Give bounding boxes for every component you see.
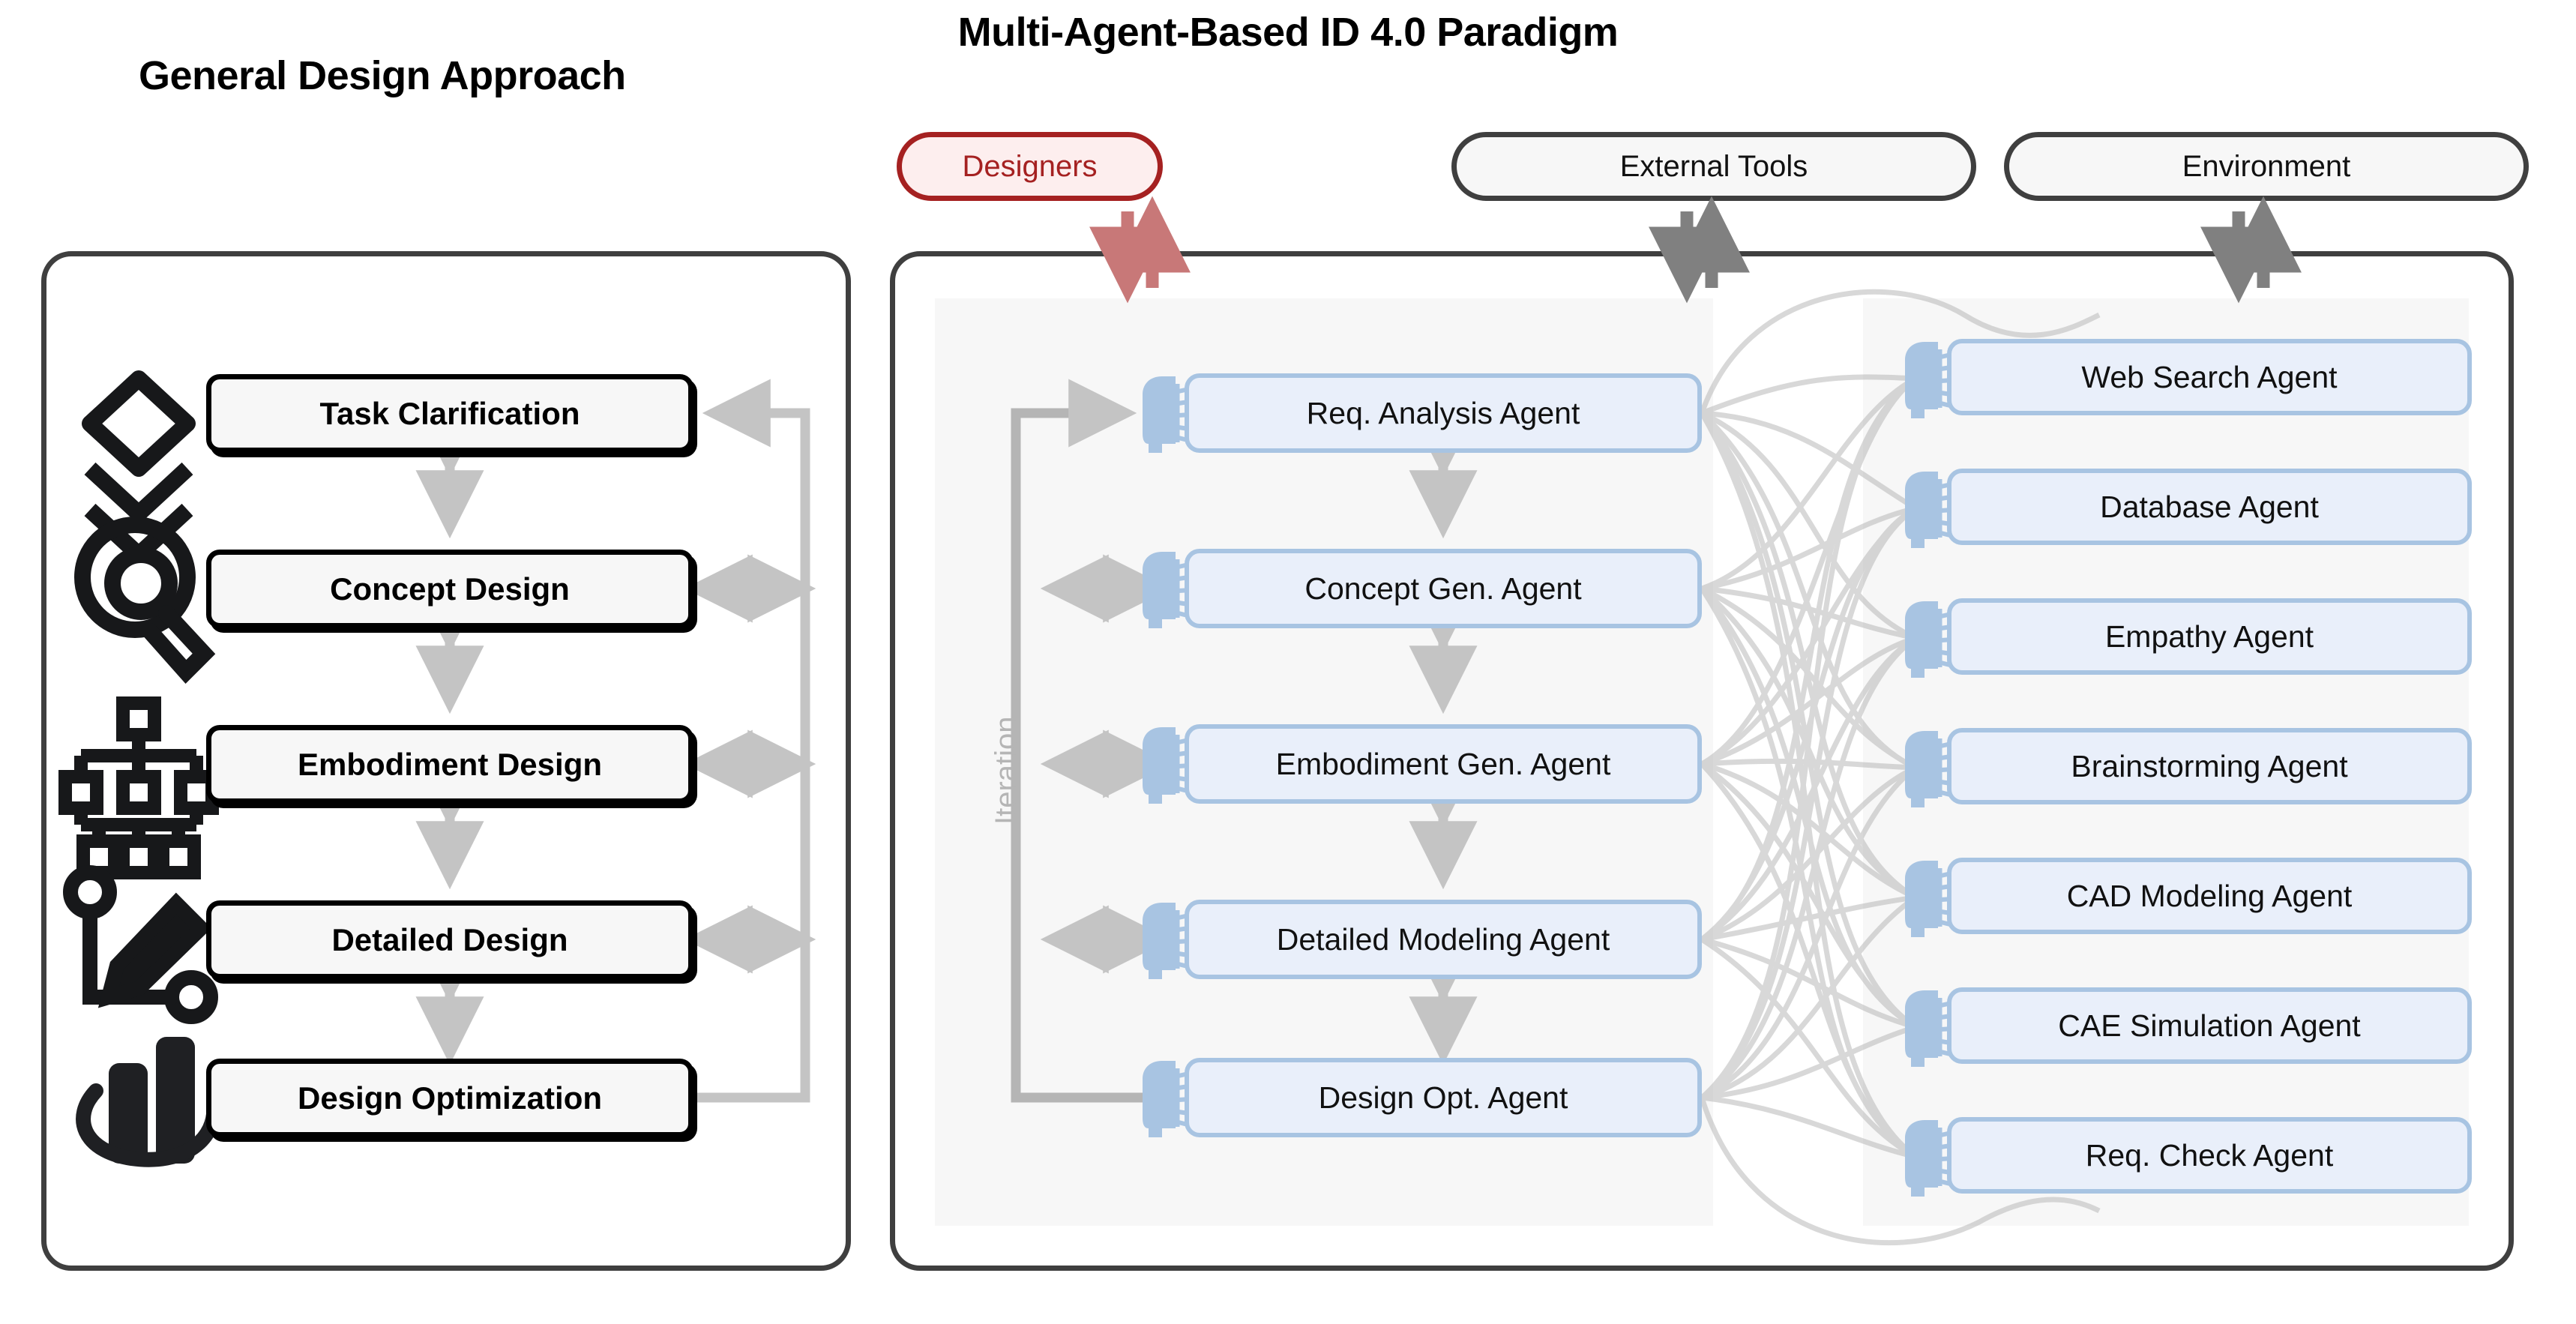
agent-label: Design Opt. Agent xyxy=(1318,1080,1568,1115)
page-title-right: Multi-Agent-Based ID 4.0 Paradigm xyxy=(957,10,1619,55)
step-embodiment-design[interactable]: Embodiment Design xyxy=(206,725,693,804)
agent-cae-simulation[interactable]: CAE Simulation Agent xyxy=(1947,987,2472,1064)
pill-environment[interactable]: Environment xyxy=(2004,132,2529,201)
agent-req-check[interactable]: Req. Check Agent xyxy=(1947,1117,2472,1194)
agent-label: Web Search Agent xyxy=(2081,359,2338,394)
agent-label: Database Agent xyxy=(2100,489,2319,524)
step-label: Embodiment Design xyxy=(297,746,603,782)
pill-designers-label: Designers xyxy=(962,149,1098,183)
agent-concept-gen[interactable]: Concept Gen. Agent xyxy=(1185,549,1702,628)
agent-design-opt[interactable]: Design Opt. Agent xyxy=(1185,1058,1702,1137)
agent-web-search[interactable]: Web Search Agent xyxy=(1947,339,2472,415)
agent-cad-modeling[interactable]: CAD Modeling Agent xyxy=(1947,858,2472,934)
pill-external-tools[interactable]: External Tools xyxy=(1451,132,1976,201)
agent-label: Req. Check Agent xyxy=(2085,1137,2334,1173)
step-label: Concept Design xyxy=(330,571,570,607)
agent-empathy[interactable]: Empathy Agent xyxy=(1947,598,2472,675)
pill-external-tools-label: External Tools xyxy=(1619,149,1808,183)
page-title-left: General Design Approach xyxy=(139,53,626,98)
step-detailed-design[interactable]: Detailed Design xyxy=(206,900,693,979)
agent-detailed-modeling[interactable]: Detailed Modeling Agent xyxy=(1185,900,1702,979)
agent-brainstorming[interactable]: Brainstorming Agent xyxy=(1947,728,2472,804)
agent-req-analysis[interactable]: Req. Analysis Agent xyxy=(1185,373,1702,453)
step-label: Design Optimization xyxy=(297,1080,602,1116)
pill-environment-label: Environment xyxy=(2182,149,2351,183)
agent-label: Req. Analysis Agent xyxy=(1306,395,1580,430)
agent-label: Detailed Modeling Agent xyxy=(1276,921,1610,957)
agent-database[interactable]: Database Agent xyxy=(1947,469,2472,545)
agent-label: CAD Modeling Agent xyxy=(2066,878,2353,913)
step-label: Detailed Design xyxy=(331,921,568,957)
step-concept-design[interactable]: Concept Design xyxy=(206,550,693,628)
step-design-optimization[interactable]: Design Optimization xyxy=(206,1059,693,1137)
agent-label: Embodiment Gen. Agent xyxy=(1275,746,1611,781)
agent-label: Empathy Agent xyxy=(2104,619,2314,654)
iteration-label: Iteration xyxy=(990,716,1023,825)
agent-embodiment-gen[interactable]: Embodiment Gen. Agent xyxy=(1185,724,1702,804)
agent-label: Concept Gen. Agent xyxy=(1304,571,1582,606)
pill-designers[interactable]: Designers xyxy=(897,132,1163,201)
step-label: Task Clarification xyxy=(319,395,580,431)
agent-label: Brainstorming Agent xyxy=(2071,748,2348,783)
step-task-clarification[interactable]: Task Clarification xyxy=(206,374,693,453)
agent-label: CAE Simulation Agent xyxy=(2058,1008,2361,1043)
